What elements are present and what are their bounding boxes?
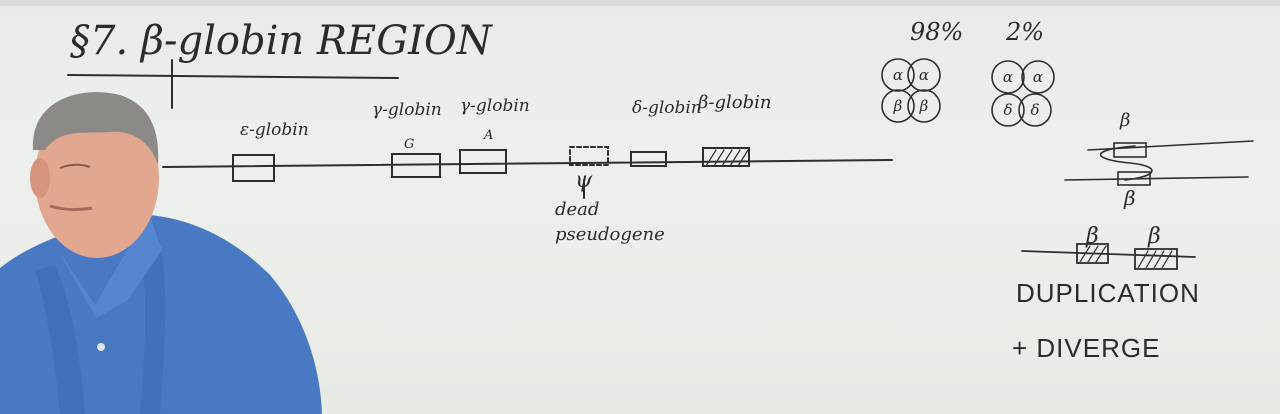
label-diverge: + DIVERGE [1012, 333, 1161, 363]
gene-box-beta [702, 147, 750, 167]
label-dup-beta-right: β [1148, 224, 1161, 249]
gene-box-gamma-g [391, 153, 441, 178]
label-dead: dead [555, 199, 600, 220]
label-gamma-g-sub: G [404, 137, 415, 152]
chain-delta-1: δ [1003, 101, 1012, 119]
label-crossover-beta-bottom: β [1124, 186, 1136, 210]
label-epsilon-globin: ε-globin [240, 120, 309, 140]
duplicated-genes [1021, 243, 1196, 270]
chain-alpha-3: α [1003, 68, 1013, 86]
chromosome-line [162, 159, 893, 168]
label-crossover-beta-top: β [1120, 110, 1131, 131]
chain-alpha-4: α [1033, 68, 1043, 86]
psi-symbol: ψ [575, 168, 593, 193]
chain-delta-2: δ [1030, 101, 1039, 119]
board-title: §7. β-globin REGION [70, 18, 492, 64]
title-underline [67, 74, 399, 79]
crossover-diagram [1064, 140, 1254, 186]
chain-alpha-2: α [919, 66, 929, 84]
gene-box-pseudogene [569, 146, 609, 166]
beta-hatch [705, 149, 749, 167]
label-gamma-a-globin: γ-globin [460, 96, 530, 116]
label-delta-globin: δ-globin [632, 98, 702, 118]
label-duplication: DUPLICATION [1016, 278, 1200, 308]
label-gamma-g-globin: γ-globin [372, 100, 442, 120]
label-beta-globin: β-globin [698, 92, 772, 113]
whiteboard-frame [0, 0, 1280, 6]
chain-beta-2: β [919, 97, 929, 115]
label-gamma-a-sub: A [484, 128, 494, 143]
percent-hbA2: 2% [1006, 18, 1045, 46]
hbA-circles [881, 58, 941, 123]
gene-box-delta [630, 151, 667, 167]
chain-beta-1: β [893, 97, 903, 115]
label-dup-beta-left: β [1086, 224, 1099, 249]
gene-box-epsilon [232, 154, 275, 182]
label-pseudogene: pseudogene [555, 224, 665, 245]
percent-hbA: 98% [910, 18, 964, 46]
presenter [0, 92, 322, 414]
chain-alpha-1: α [893, 66, 903, 84]
gene-box-gamma-a [459, 149, 507, 174]
hbA2-circles [991, 60, 1055, 127]
